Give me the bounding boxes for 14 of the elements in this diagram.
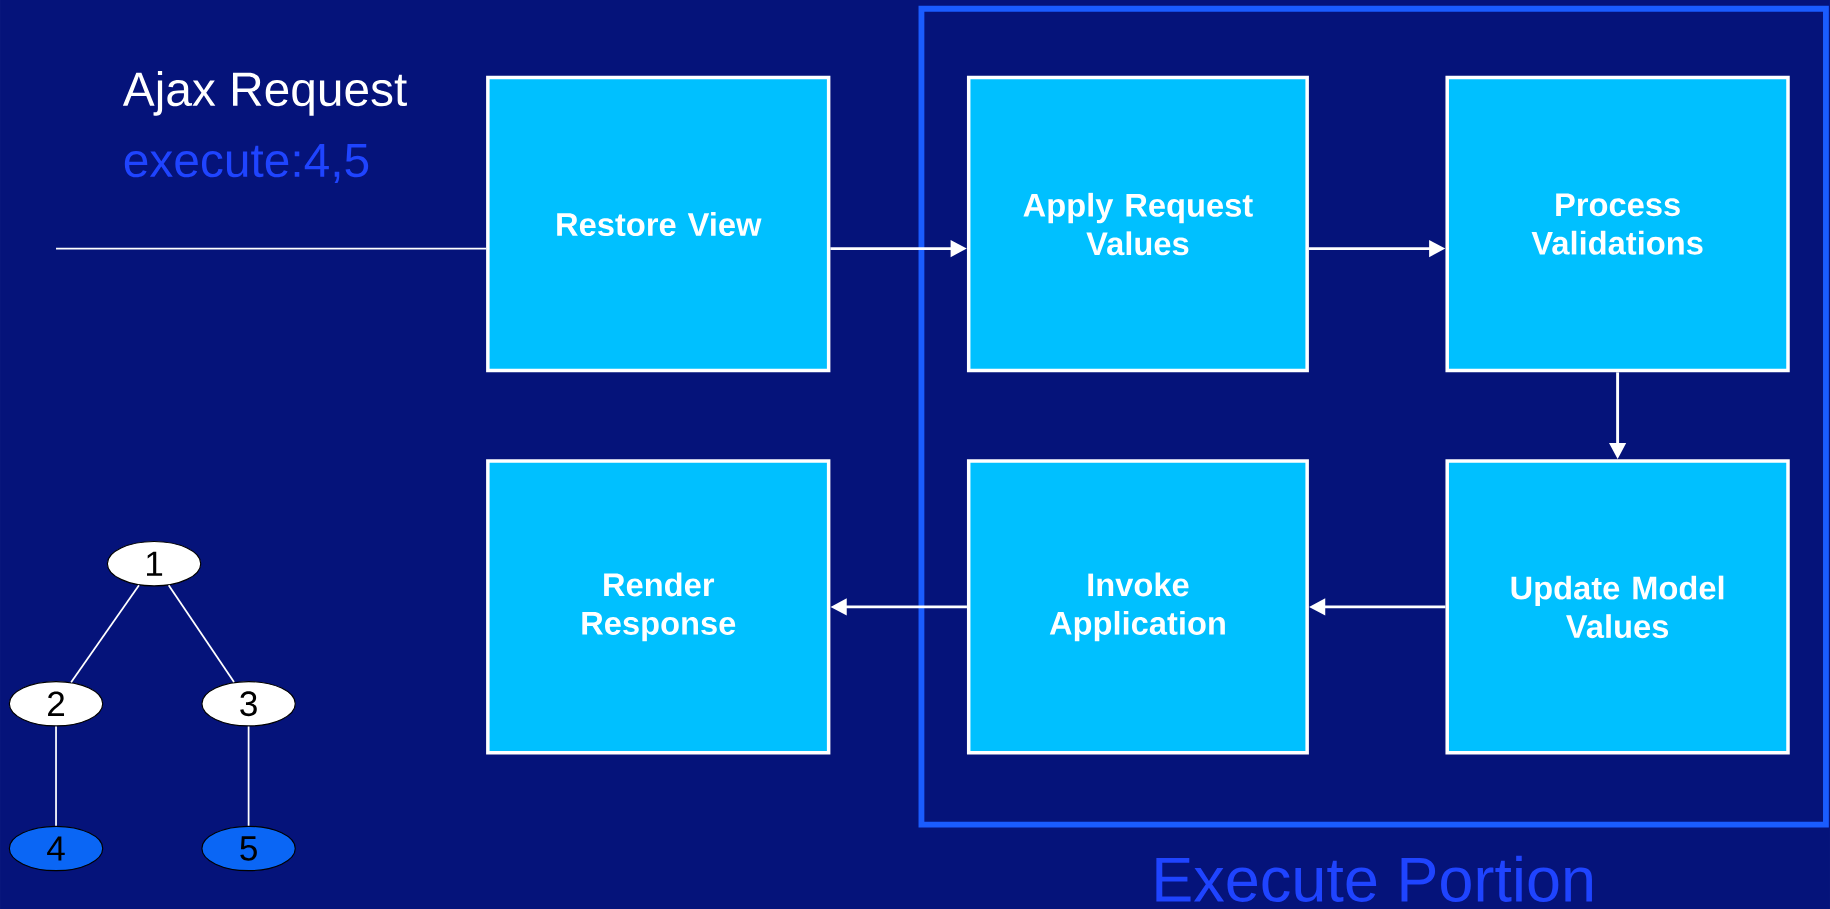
connector-line	[70, 584, 140, 683]
connector-line	[167, 584, 235, 683]
process-box: Update Model Values	[1445, 459, 1790, 755]
node-label: Execute Portion	[1156, 855, 1592, 902]
process-box: Process Validations	[1445, 75, 1790, 373]
process-box: Apply Request Values	[966, 75, 1309, 373]
text-label: execute:4,5	[124, 143, 369, 183]
process-box: Restore View	[486, 75, 831, 373]
connector-line	[247, 725, 250, 827]
connector-line	[55, 247, 487, 250]
connector-line	[55, 725, 57, 827]
process-box: Render Response	[486, 459, 831, 755]
process-box: Invoke Application	[966, 459, 1309, 755]
text-label: Ajax Request	[122, 71, 407, 116]
